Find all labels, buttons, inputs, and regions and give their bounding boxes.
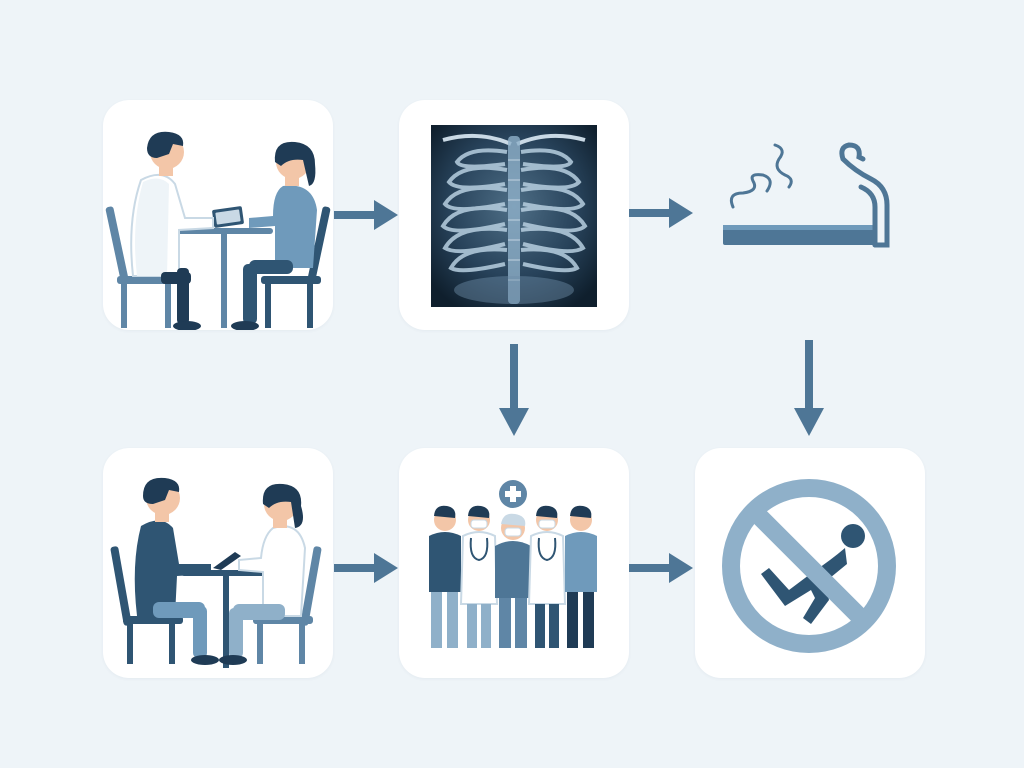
cigarette-smoke-icon (723, 142, 890, 248)
node-consultation (103, 100, 333, 330)
patient-doctor-discussion-icon (110, 477, 322, 668)
node-smoking (715, 135, 900, 255)
arrow-xray-to-smoking (629, 196, 695, 230)
arrow-discussion-to-care-team (334, 551, 400, 585)
node-care-team (399, 448, 629, 678)
arrow-care-team-to-prohibition (629, 551, 695, 585)
node-discussion (103, 448, 333, 678)
doctor-patient-consultation-icon (105, 131, 331, 330)
medical-care-team-icon (429, 480, 597, 648)
node-xray (399, 100, 629, 330)
arrow-xray-to-care-team (497, 344, 531, 438)
no-falling-person-icon (722, 479, 896, 653)
arrow-smoking-to-prohibition (792, 340, 826, 438)
node-prohibition (695, 448, 925, 678)
arrow-consultation-to-xray (334, 198, 400, 232)
chest-xray-icon (431, 125, 597, 307)
